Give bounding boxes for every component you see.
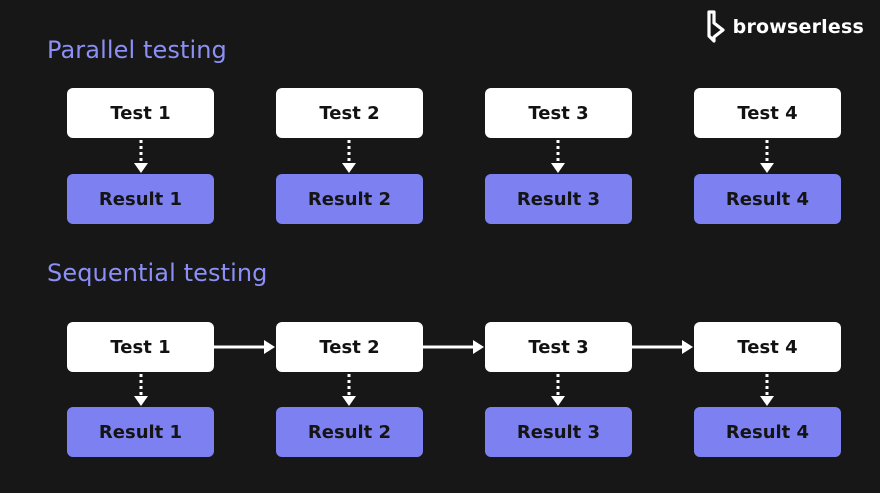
parallel-result-1-box: Result 1 xyxy=(67,174,214,224)
parallel-result-3-box: Result 3 xyxy=(485,174,632,224)
parallel-test-2-box: Test 2 xyxy=(276,88,423,138)
sequential-arrow-3-arrowhead xyxy=(551,396,565,406)
sequential-arrow-4-arrowhead xyxy=(760,396,774,406)
sequential-test-1-box: Test 1 xyxy=(67,322,214,372)
parallel-test-4-box: Test 4 xyxy=(694,88,841,138)
parallel-arrow-3-arrowhead xyxy=(551,163,565,173)
brand-logo: browserless xyxy=(705,10,864,44)
parallel-testing-title: Parallel testing xyxy=(47,36,227,64)
sequential-test-4-box: Test 4 xyxy=(694,322,841,372)
brand-name: browserless xyxy=(732,16,864,38)
sequential-chain-arrow-1-arrowhead xyxy=(264,340,275,354)
sequential-result-1-box: Result 1 xyxy=(67,407,214,457)
parallel-result-4-box: Result 4 xyxy=(694,174,841,224)
parallel-arrow-2-arrowhead xyxy=(342,163,356,173)
parallel-arrow-1-arrowhead xyxy=(134,163,148,173)
parallel-arrow-4-arrowhead xyxy=(760,163,774,173)
sequential-result-3-box: Result 3 xyxy=(485,407,632,457)
parallel-test-1-box: Test 1 xyxy=(67,88,214,138)
browserless-logo-icon xyxy=(707,10,725,43)
sequential-arrow-2-arrowhead xyxy=(342,396,356,406)
sequential-test-3-box: Test 3 xyxy=(485,322,632,372)
parallel-result-2-box: Result 2 xyxy=(276,174,423,224)
sequential-result-2-box: Result 2 xyxy=(276,407,423,457)
sequential-test-2-box: Test 2 xyxy=(276,322,423,372)
parallel-test-3-box: Test 3 xyxy=(485,88,632,138)
sequential-chain-arrow-3-arrowhead xyxy=(682,340,693,354)
sequential-chain-arrow-2-arrowhead xyxy=(473,340,484,354)
sequential-result-4-box: Result 4 xyxy=(694,407,841,457)
sequential-arrow-1-arrowhead xyxy=(134,396,148,406)
sequential-testing-title: Sequential testing xyxy=(47,259,268,287)
